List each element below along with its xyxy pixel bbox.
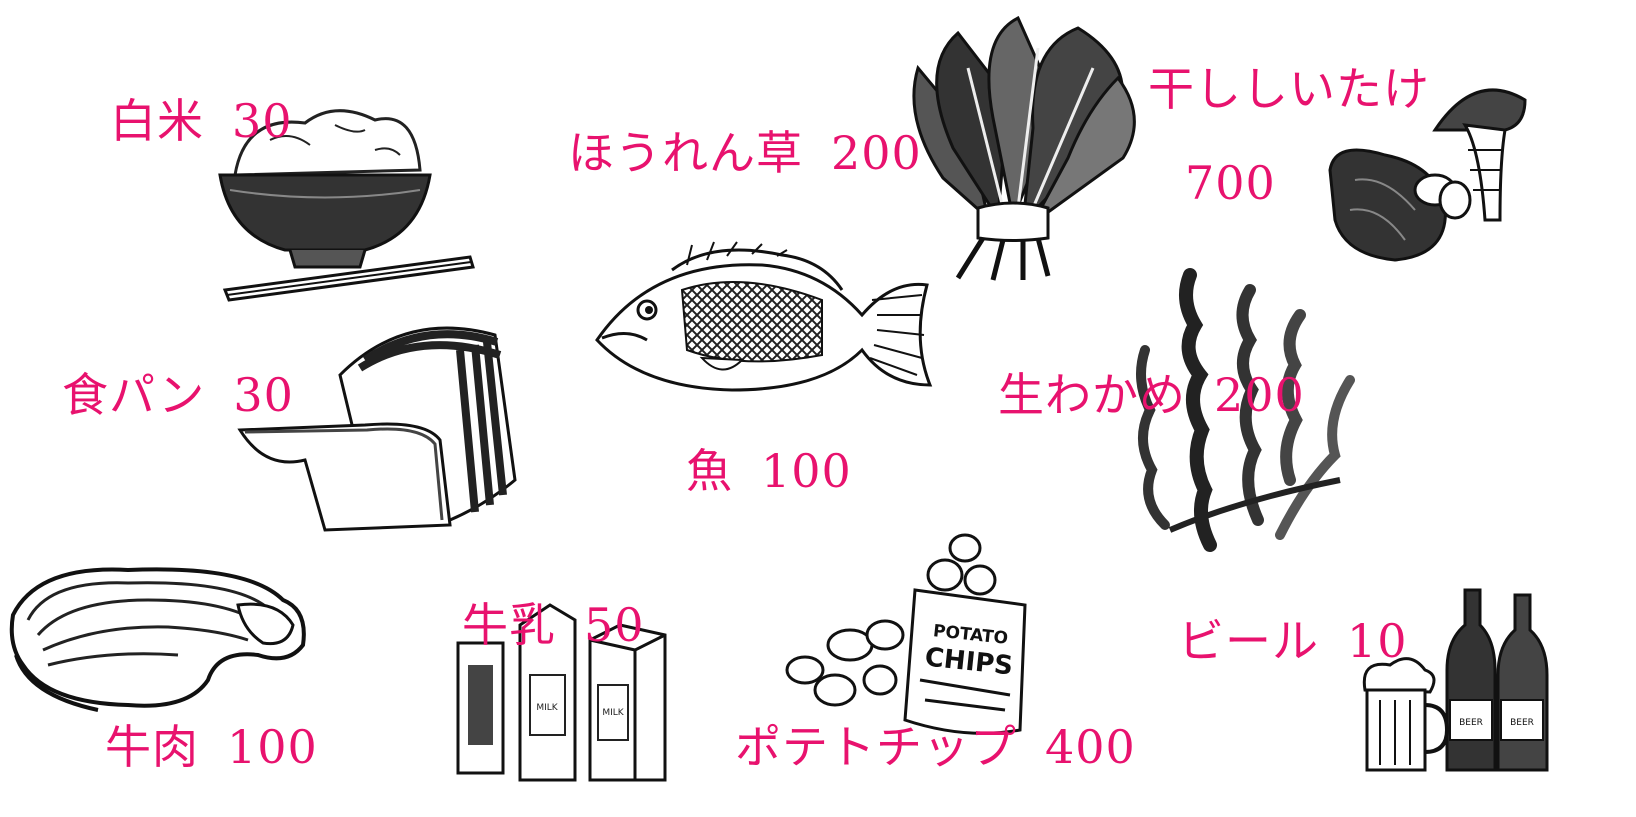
bread-value: 30 (233, 368, 294, 422)
shiitake-icon (1325, 70, 1525, 270)
beer-bottle-label-2: BEER (1510, 718, 1534, 728)
spinach-icon (898, 8, 1153, 283)
rice-name: 白米 (110, 94, 204, 148)
milk-value: 50 (584, 598, 645, 652)
rice-bowl-icon (215, 95, 480, 310)
beer-bottle-label: BEER (1459, 718, 1483, 728)
beer-icon: BEER BEER (1355, 580, 1570, 775)
fish-name: 魚 (686, 444, 733, 498)
milk-name: 牛乳 (462, 598, 556, 652)
potato-chips-icon: POTATO CHIPS (780, 530, 1035, 740)
fish-icon (592, 240, 937, 400)
rice-value: 30 (232, 94, 293, 148)
chips-name: ポテトチップ (735, 720, 1017, 774)
bread-name: 食パン (62, 368, 206, 422)
fish-value: 100 (761, 444, 852, 498)
beer-name: ビール (1178, 614, 1319, 668)
wakame-name: 生わかめ (998, 368, 1186, 422)
spinach-name: ほうれん草 (568, 126, 803, 180)
shiitake-value: 700 (1185, 156, 1276, 210)
beef-name: 牛肉 (105, 720, 199, 774)
wakame-value: 200 (1214, 368, 1305, 422)
shiitake-value-label: 700 (1185, 160, 1276, 206)
chips-value: 400 (1045, 720, 1136, 774)
spinach-value: 200 (831, 126, 922, 180)
bread-icon (235, 320, 520, 535)
wakame-icon (1110, 270, 1360, 555)
steak-icon (8, 555, 313, 715)
milk-cartons-icon: MILK MILK (450, 595, 675, 785)
milk-carton-label: MILK (536, 703, 558, 713)
beer-value: 10 (1347, 614, 1408, 668)
shiitake-name: 干ししいたけ (1148, 62, 1430, 116)
shiitake-label: 干ししいたけ (1148, 66, 1430, 112)
beef-value: 100 (227, 720, 318, 774)
milk-carton-label-2: MILK (602, 708, 624, 718)
